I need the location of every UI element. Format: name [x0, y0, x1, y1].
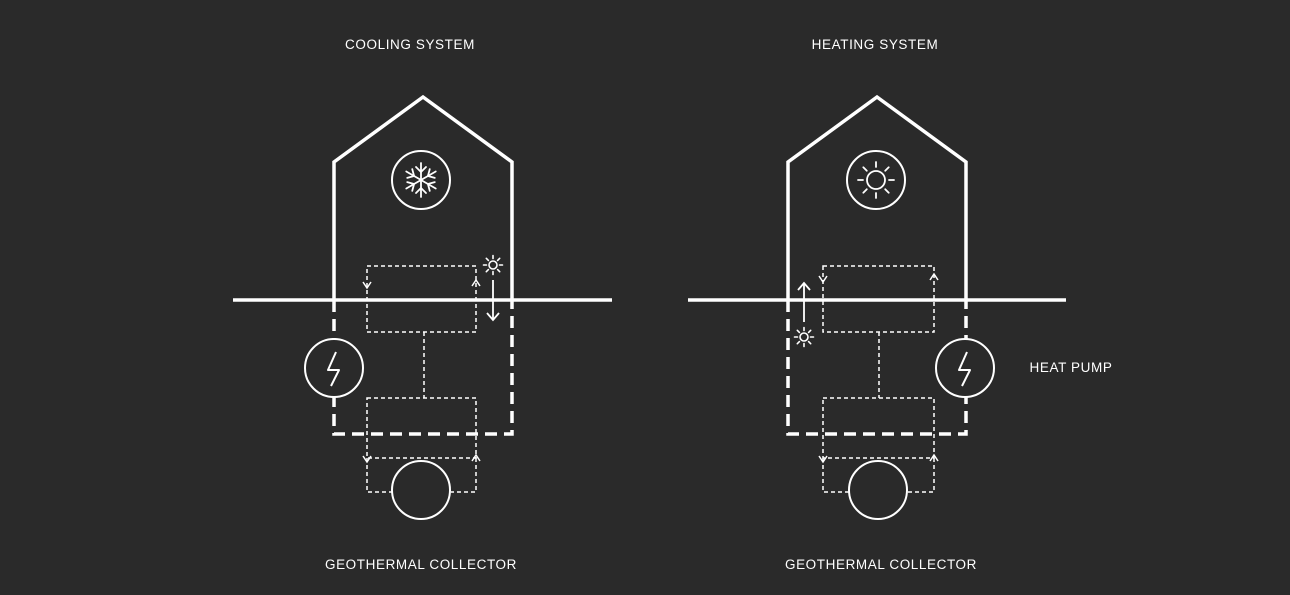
cooling-collector-pipe-right — [451, 458, 477, 493]
cooling-geothermal-collector — [391, 460, 451, 520]
heating-collector-label: GEOTHERMAL COLLECTOR — [784, 557, 978, 572]
cooling-heat-pump — [304, 338, 364, 398]
lightning-icon — [327, 351, 340, 387]
heating-heat-pump — [935, 338, 995, 398]
cooling-indoor-exchanger — [366, 265, 477, 333]
cooling-lower-arrow-down — [362, 455, 372, 464]
cooling-house-outline — [332, 94, 514, 300]
cooling-lower-arrow-up — [471, 453, 481, 462]
sun-icon — [482, 254, 504, 276]
cooling-indoor-arrow-down — [362, 281, 372, 290]
heating-house-outline — [786, 94, 968, 300]
heating-collector-pipe-right — [907, 458, 935, 493]
heating-system-title: HEATING SYSTEM — [811, 37, 939, 52]
cooling-collector-label: GEOTHERMAL COLLECTOR — [324, 557, 518, 572]
cooling-collector-pipe-left — [366, 458, 393, 493]
heating-indoor-arrow-up — [929, 272, 939, 281]
sun-icon — [793, 326, 815, 348]
lightning-icon — [958, 351, 971, 387]
sun-icon — [846, 150, 906, 210]
heating-ground-loop — [786, 300, 968, 436]
cooling-indoor-arrow-up — [471, 278, 481, 287]
heating-lower-arrow-up — [929, 453, 939, 462]
cooling-system — [233, 94, 612, 520]
heat-flow-down-arrow — [486, 280, 500, 322]
cooling-lower-exchanger — [366, 397, 477, 459]
heating-system — [688, 94, 1066, 520]
cooling-system-title: COOLING SYSTEM — [345, 37, 475, 52]
snowflake-icon — [391, 150, 451, 210]
heating-collector-pipe-left — [822, 458, 849, 493]
heating-lower-exchanger — [822, 397, 935, 459]
heat-flow-up-arrow — [797, 281, 811, 322]
heating-indoor-arrow-down — [818, 275, 828, 284]
heat-pump-label: HEAT PUMP — [1029, 360, 1113, 375]
heating-geothermal-collector — [848, 460, 908, 520]
heating-lower-arrow-down — [818, 455, 828, 464]
